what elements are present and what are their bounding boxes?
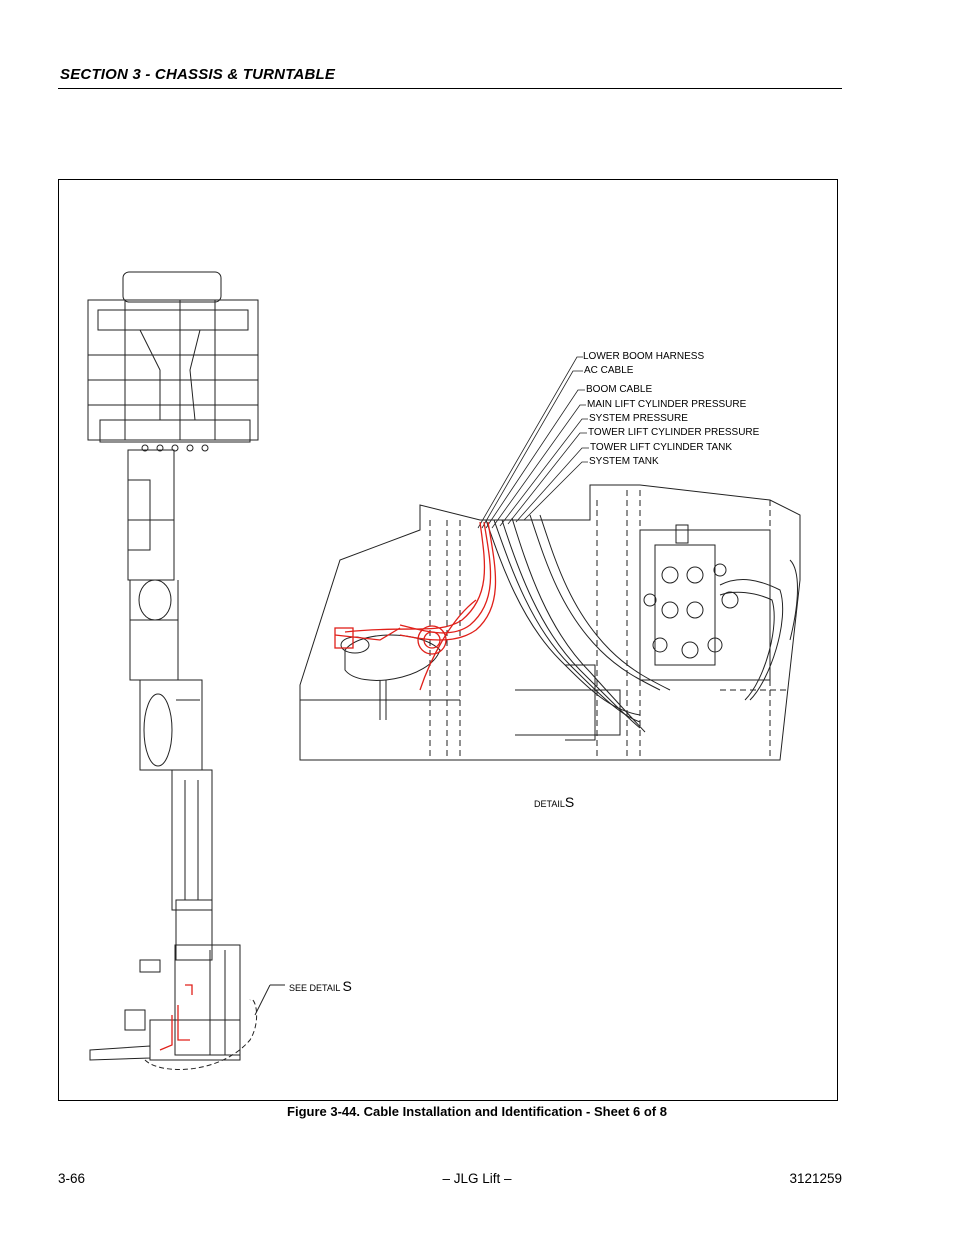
header-rule <box>58 88 842 89</box>
callout-tower-lift-cylinder-tank: TOWER LIFT CYLINDER TANK <box>590 442 733 453</box>
see-detail-label-letter: S <box>342 978 352 994</box>
detail-dashed-lines <box>429 490 790 760</box>
callout-tower-lift-cylinder-pressure: TOWER LIFT CYLINDER PRESSURE <box>588 427 760 438</box>
platform-basket <box>87 271 259 452</box>
callout-system-tank: SYSTEM TANK <box>589 456 659 467</box>
footer-center: – JLG Lift – <box>442 1171 512 1186</box>
turntable-base <box>89 944 241 1061</box>
doc-number: 3121259 <box>789 1171 842 1186</box>
figure-caption: Figure 3-44. Cable Installation and Iden… <box>287 1104 667 1119</box>
detail-label: DETAILS <box>534 794 574 810</box>
callout-system-pressure: SYSTEM PRESSURE <box>589 413 688 424</box>
callout-boom-cable: BOOM CABLE <box>586 384 653 395</box>
page-number: 3-66 <box>58 1171 86 1186</box>
red-harness <box>159 521 497 1051</box>
upper-boom <box>127 449 179 681</box>
detail-chassis <box>299 484 801 761</box>
callout-lower-boom-harness: LOWER BOOM HARNESS <box>583 351 705 362</box>
callout-leaders <box>477 356 589 529</box>
hose-bundle <box>485 514 798 733</box>
detail-label-prefix: DETAIL <box>534 799 565 809</box>
see-detail-leader <box>254 984 285 1016</box>
callout-main-lift-cylinder-pressure: MAIN LIFT CYLINDER PRESSURE <box>587 399 747 410</box>
see-detail-label: SEE DETAIL S <box>289 978 352 994</box>
callout-ac-cable: AC CABLE <box>584 365 634 376</box>
detail-circle <box>144 998 258 1070</box>
figure-frame <box>58 179 838 1101</box>
see-detail-label-prefix: SEE DETAIL <box>289 983 341 993</box>
lower-boom <box>139 679 213 961</box>
detail-label-letter: S <box>564 794 575 810</box>
section-title: SECTION 3 - CHASSIS & TURNTABLE <box>60 66 336 83</box>
